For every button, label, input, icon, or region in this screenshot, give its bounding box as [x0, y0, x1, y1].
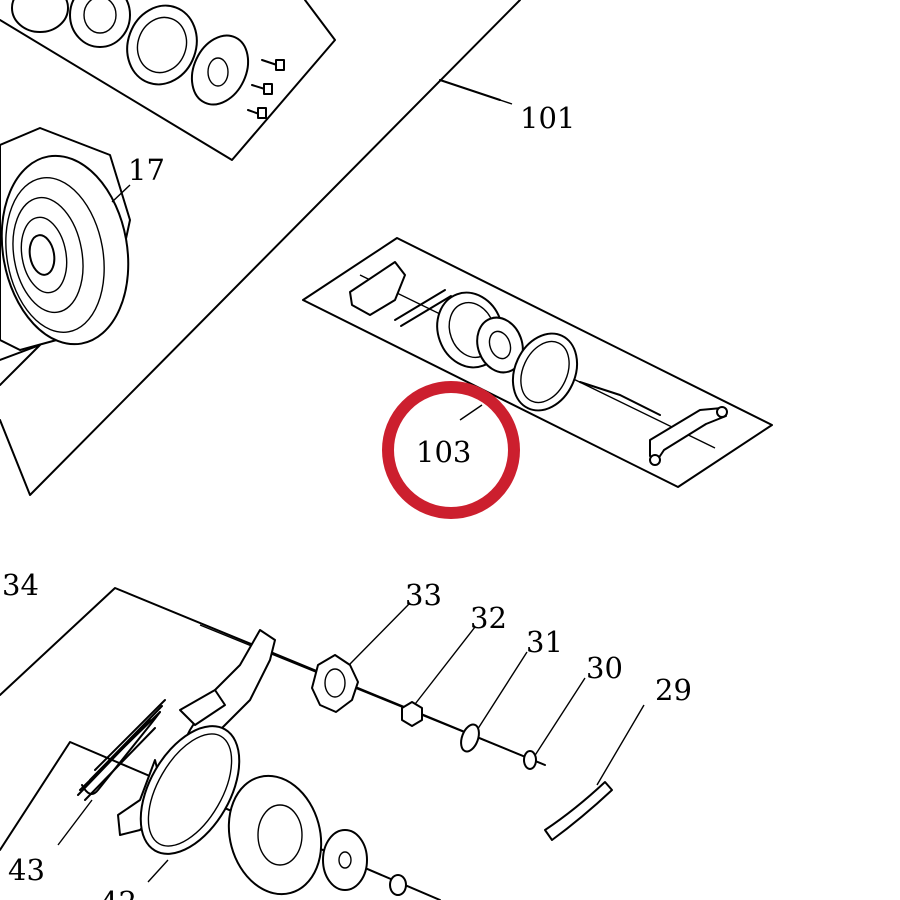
highlight-circle [382, 381, 520, 519]
callout-labels: 101 17 103 34 33 32 31 30 29 43 42 [2, 101, 692, 900]
lower-panel [0, 587, 613, 900]
rotor-panel [0, 0, 521, 496]
callout-43: 43 [8, 853, 45, 887]
callout-42: 42 [100, 885, 137, 900]
screw-group [247, 59, 285, 119]
top-panel [0, 0, 336, 161]
leader-lines [57, 99, 645, 883]
spring [77, 699, 166, 801]
callout-30: 30 [586, 651, 623, 685]
callout-17: 17 [128, 153, 165, 187]
callout-31: 31 [526, 625, 563, 659]
callout-34: 34 [2, 568, 39, 602]
callout-33: 33 [405, 578, 442, 612]
callout-32: 32 [470, 601, 507, 635]
assembly-103-panel [302, 237, 773, 488]
callout-29: 29 [655, 673, 692, 707]
callout-101: 101 [520, 101, 575, 135]
callout-103: 103 [416, 435, 471, 469]
